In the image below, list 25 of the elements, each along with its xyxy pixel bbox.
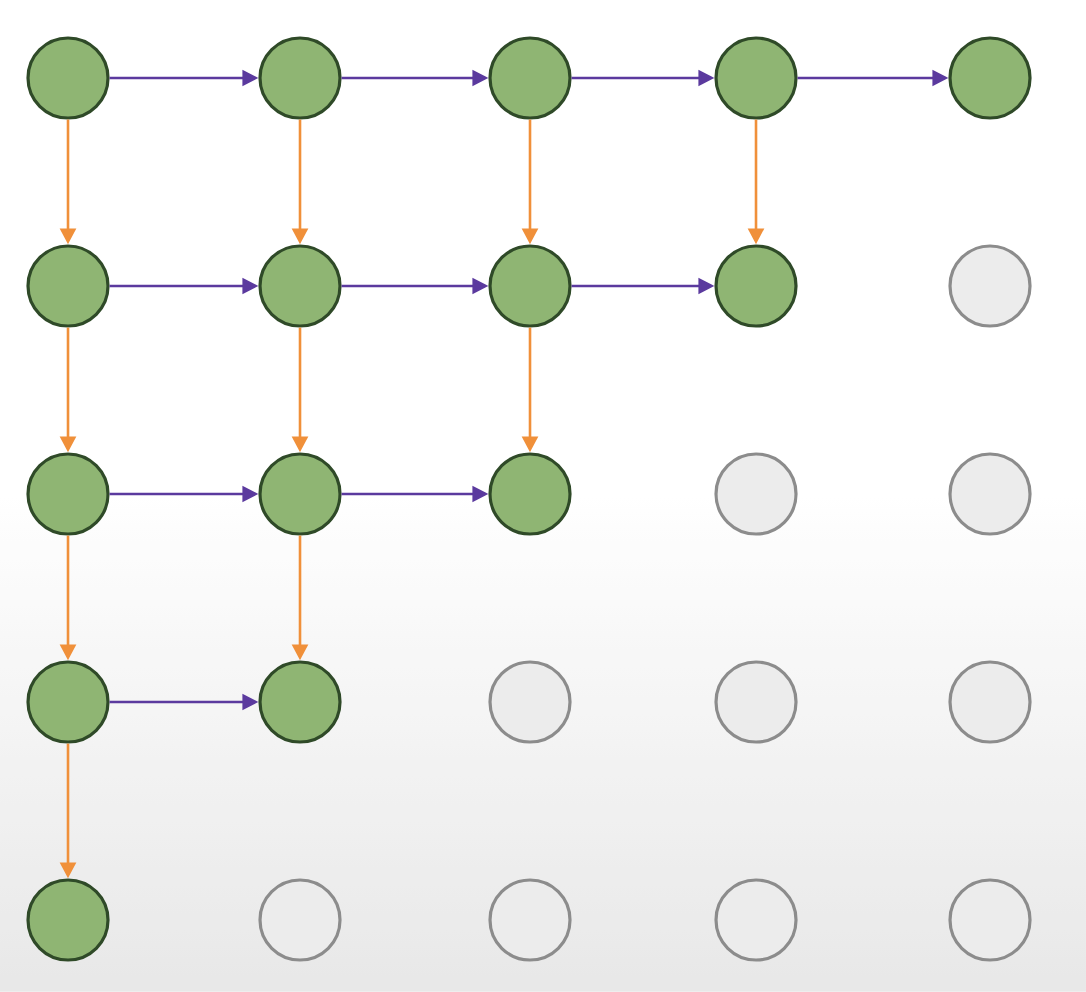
circle (258, 244, 342, 328)
circle (258, 878, 342, 962)
circle (488, 244, 572, 328)
circle (948, 452, 1032, 536)
circle (26, 452, 110, 536)
circle (714, 36, 798, 120)
circle (488, 660, 572, 744)
circle (258, 36, 342, 120)
circle (714, 452, 798, 536)
circle (258, 660, 342, 744)
circle (948, 660, 1032, 744)
circle (948, 36, 1032, 120)
circle (26, 36, 110, 120)
circle (26, 878, 110, 962)
circle (714, 660, 798, 744)
circle (258, 452, 342, 536)
circle (948, 244, 1032, 328)
circle (714, 878, 798, 962)
circle (26, 660, 110, 744)
circle (488, 878, 572, 962)
circle (488, 452, 572, 536)
circle (948, 878, 1032, 962)
circle (488, 36, 572, 120)
circle (26, 244, 110, 328)
circle (714, 244, 798, 328)
